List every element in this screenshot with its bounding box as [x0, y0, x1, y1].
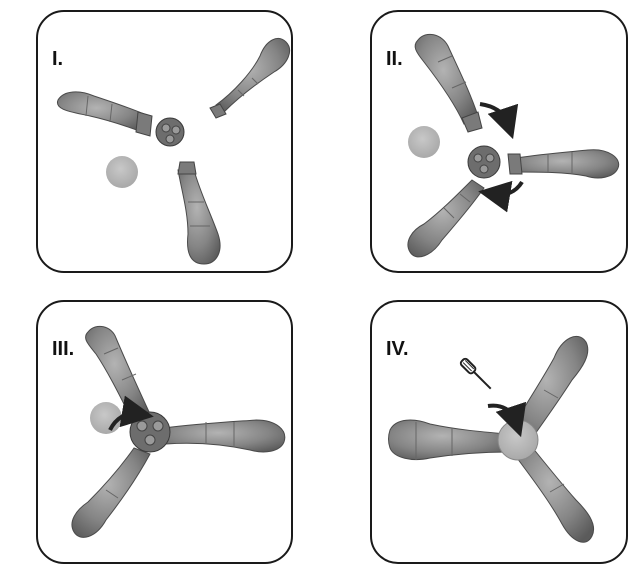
- propeller-arm-bottom: [178, 162, 220, 264]
- propeller-hub: [156, 118, 184, 146]
- propeller-arm-lower-left: [408, 180, 484, 257]
- assembled-propeller: [389, 336, 594, 542]
- propeller-arm-upper: [210, 38, 290, 118]
- propeller-arm-right: [508, 150, 619, 178]
- step-panel-3: III.: [36, 300, 293, 564]
- propeller-arm-left: [57, 92, 152, 136]
- step-panel-1: I.: [36, 10, 293, 273]
- cap-disc: [106, 156, 138, 188]
- propeller-hub: [468, 146, 500, 178]
- step-1-illustration: [38, 12, 295, 275]
- rotation-arrow-icon: [494, 182, 522, 195]
- step-panel-2: II.: [370, 10, 628, 273]
- step-3-illustration: [38, 302, 295, 566]
- propeller-arm-upper-left: [415, 34, 482, 132]
- step-panel-4: IV.: [370, 300, 628, 564]
- rotation-arrow-icon: [480, 104, 508, 124]
- rotation-arrow-icon: [488, 406, 516, 422]
- cap-disc: [408, 126, 440, 158]
- step-2-illustration: [372, 12, 630, 275]
- screwdriver-icon: [460, 358, 494, 392]
- step-4-illustration: [372, 302, 630, 566]
